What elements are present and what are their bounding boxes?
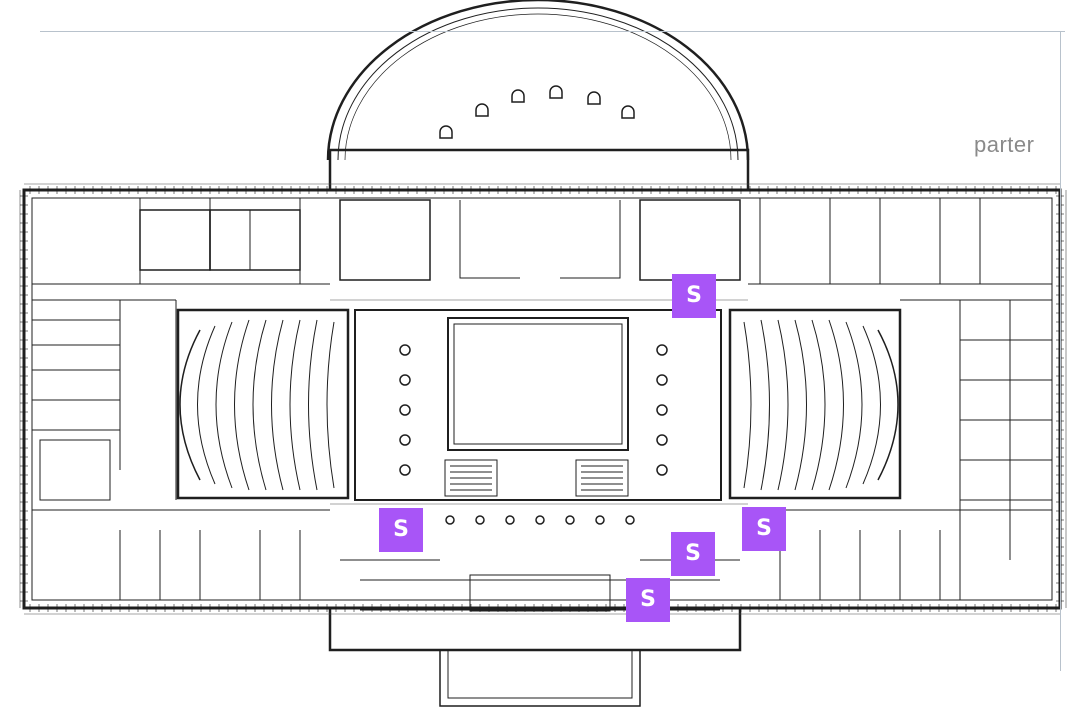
s-marker-4[interactable]: S [671,532,715,576]
frame-line-top [40,31,1065,32]
rotunda-niches [439,85,635,139]
front-projection [328,608,742,652]
hall-columns [399,344,668,525]
frame-line-right [1060,31,1061,671]
central-hall [354,309,722,501]
east-wing [748,299,1052,600]
rotunda-outer-arc [326,0,750,161]
facade-ticks [20,186,1064,612]
rotunda-inner-arc [337,7,739,161]
north-rooms [32,198,1052,285]
left-auditorium [176,308,350,500]
south-rooms [119,530,941,612]
s-marker-1[interactable]: S [672,274,716,318]
s-marker-2[interactable]: S [379,508,423,552]
s-marker-3[interactable]: S [742,507,786,551]
right-auditorium [728,308,902,500]
floor-label: parter [974,132,1035,157]
west-wing [32,299,330,511]
s-marker-5[interactable]: S [626,578,670,622]
